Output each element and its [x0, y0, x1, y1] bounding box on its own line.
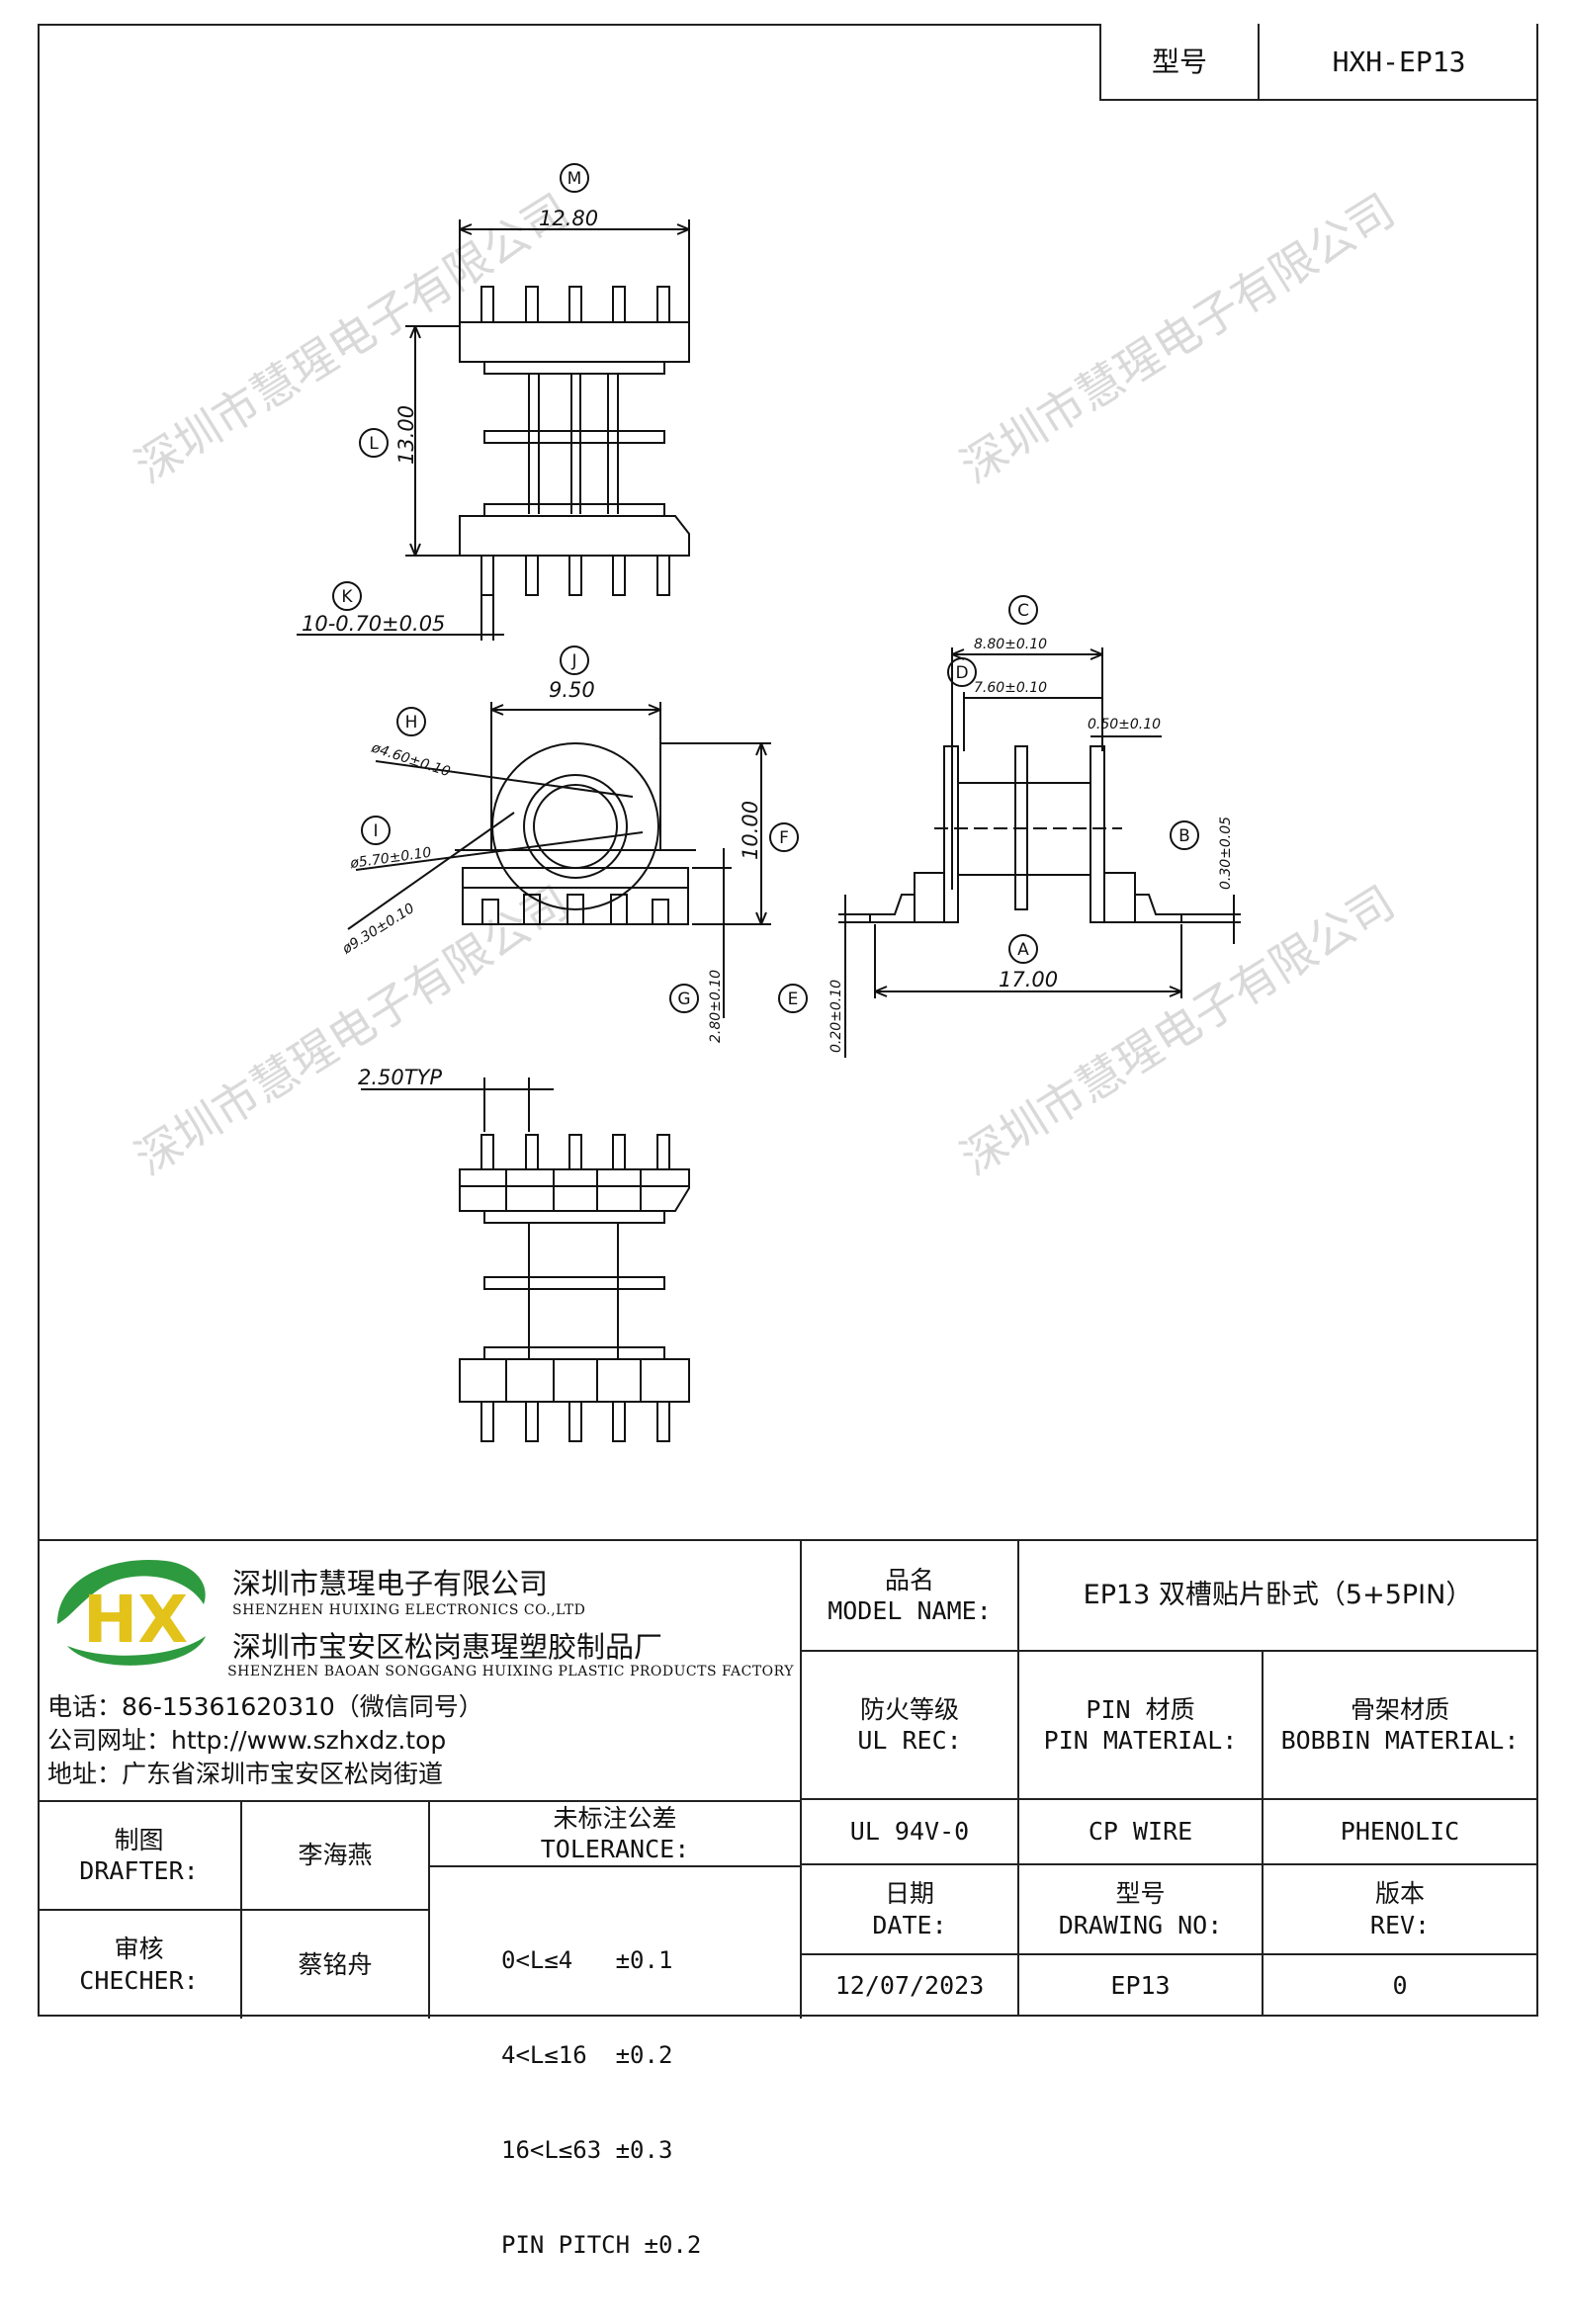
pin-material-label-en: PIN MATERIAL: [1043, 1726, 1238, 1755]
title-block: HX 深圳市慧瑆电子有限公司 SHENZHEN HUIXING ELECTRON… [38, 1539, 1538, 2259]
bobbin-material-label-en: BOBBIN MATERIAL: [1280, 1726, 1520, 1755]
checker-label-cn: 审核 [114, 1935, 164, 1964]
model-name-label-cn: 品名 [884, 1565, 934, 1594]
tolerance-row: 0<L≤4 ±0.1 [501, 1946, 673, 1974]
date-label-en: DATE: [872, 1910, 947, 1939]
tolerance-label-en: TOLERANCE: [540, 1835, 690, 1863]
rev-value: 0 [1392, 1971, 1408, 2001]
label-K: K [341, 587, 353, 607]
company-name-cn: 深圳市慧瑆电子有限公司 [232, 1567, 549, 1600]
side-view [838, 647, 1241, 1058]
date-value: 12/07/2023 [802, 1955, 1019, 2017]
label-L: L [369, 434, 379, 454]
dim-B: 0.30±0.05 [1218, 817, 1234, 890]
dim-A: 17.00 [999, 968, 1058, 991]
tolerance-label-cn: 未标注公差 [553, 1803, 677, 1833]
drafter-label: 制图 DRAFTER: [38, 1802, 242, 1911]
bobbin-material-label-cn: 骨架材质 [1350, 1694, 1449, 1724]
label-J: J [570, 651, 576, 671]
model-header: 型号 HXH-EP13 [1099, 24, 1538, 101]
watermark-text: 深圳市慧瑆电子有限公司 [126, 875, 578, 1185]
label-A: A [1017, 940, 1029, 960]
fire-rating-value: UL 94V-0 [802, 1800, 1019, 1865]
drawing-no-value: EP13 [1019, 1955, 1264, 2017]
signoff-area: 制图 DRAFTER: 李海燕 审核 CHECHER: 蔡铭舟 未标注公差 TO… [38, 1800, 802, 2259]
label-B: B [1178, 826, 1190, 846]
model-name-label-en: MODEL NAME: [828, 1596, 992, 1625]
label-I: I [373, 821, 378, 841]
label-G: G [677, 990, 690, 1009]
tolerance-row: 16<L≤63 ±0.3 [501, 2136, 673, 2164]
company-address: 地址：广东省深圳市宝安区松岗街道 [47, 1760, 444, 1788]
dim-C: 8.80±0.10 [974, 637, 1047, 652]
model-value: HXH-EP13 [1332, 44, 1466, 78]
dim-gap: 0.50±0.10 [1088, 717, 1161, 732]
rev-label: 版本 REV: [1264, 1865, 1536, 1955]
model-name-value: EP13 双槽贴片卧式（5+5PIN） [1019, 1541, 1536, 1652]
dim-J: 9.50 [549, 678, 595, 702]
watermark-group: 深圳市慧瑆电子有限公司 深圳市慧瑆电子有限公司 深圳市慧瑆电子有限公司 深圳市慧… [126, 183, 1404, 1185]
fire-rating-label-cn: 防火等级 [859, 1694, 959, 1724]
model-name-label: 品名 MODEL NAME: [802, 1541, 1019, 1652]
tolerance-row: PIN PITCH ±0.2 [501, 2231, 702, 2259]
dim-L: 13.00 [394, 405, 418, 465]
technical-drawing: 深圳市慧瑆电子有限公司 深圳市慧瑆电子有限公司 深圳市慧瑆电子有限公司 深圳市慧… [126, 163, 1404, 1442]
dim-H: ø4.60±0.10 [369, 739, 453, 780]
label-D: D [955, 663, 968, 683]
tolerance-list: 0<L≤4 ±0.1 4<L≤16 ±0.2 16<L≤63 ±0.3 PIN … [430, 1867, 802, 2259]
drawing-no-label-cn: 型号 [1115, 1879, 1166, 1909]
pin-material-label: PIN 材质 PIN MATERIAL: [1019, 1652, 1264, 1800]
label-C: C [1017, 601, 1029, 621]
factory-name-en: SHENZHEN BAOAN SONGGANG HUIXING PLASTIC … [227, 1664, 794, 1679]
drafter-label-cn: 制图 [114, 1825, 164, 1854]
dim-I: ø5.70±0.10 [348, 845, 432, 872]
dim-M: 12.80 [539, 207, 598, 230]
dim-K: 10-0.70±0.05 [302, 612, 445, 636]
company-phone: 电话：86-15361620310（微信同号） [47, 1692, 483, 1721]
dim-F: 10.00 [739, 801, 762, 860]
tolerance-row: 4<L≤16 ±0.2 [501, 2041, 673, 2069]
bottom-view [361, 1077, 690, 1442]
label-M: M [567, 169, 582, 189]
drawing-no-label: 型号 DRAWING NO: [1019, 1865, 1264, 1955]
tolerance-label: 未标注公差 TOLERANCE: [430, 1802, 802, 1867]
drafter-value: 李海燕 [242, 1802, 430, 1911]
rev-label-en: REV: [1369, 1910, 1431, 1939]
logo-text: HX [83, 1582, 188, 1658]
drafter-label-en: DRAFTER: [79, 1856, 199, 1885]
pin-material-value: CP WIRE [1019, 1800, 1264, 1865]
fire-rating-label-en: UL REC: [857, 1726, 962, 1755]
bobbin-material-value: PHENOLIC [1264, 1800, 1536, 1865]
dim-D: 7.60±0.10 [974, 680, 1047, 696]
watermark-text: 深圳市慧瑆电子有限公司 [951, 183, 1404, 493]
checker-value: 蔡铭舟 [242, 1911, 430, 2019]
dim-typ: 2.50TYP [358, 1066, 442, 1089]
fire-rating-label: 防火等级 UL REC: [802, 1652, 1019, 1800]
company-info: HX 深圳市慧瑆电子有限公司 SHENZHEN HUIXING ELECTRON… [38, 1541, 802, 1800]
factory-name-cn: 深圳市宝安区松岗惠瑆塑胶制品厂 [232, 1630, 663, 1664]
checker-label-en: CHECHER: [79, 1965, 199, 1995]
company-logo: HX [57, 1559, 206, 1666]
checker-label: 审核 CHECHER: [38, 1911, 242, 2019]
rev-label-cn: 版本 [1374, 1879, 1425, 1909]
pin-material-label-cn: PIN 材质 [1086, 1694, 1195, 1724]
front-view [347, 702, 771, 1018]
date-label: 日期 DATE: [802, 1865, 1019, 1955]
label-E: E [788, 990, 799, 1009]
dim-E: 0.20±0.10 [828, 980, 844, 1053]
company-website: 公司网址：http://www.szhxdz.top [47, 1726, 447, 1755]
drawing-no-label-en: DRAWING NO: [1058, 1910, 1223, 1939]
dim-G: 2.80±0.10 [708, 970, 724, 1043]
model-label: 型号 [1101, 24, 1260, 99]
company-name-en: SHENZHEN HUIXING ELECTRONICS CO.,LTD [232, 1602, 586, 1618]
label-F: F [779, 828, 789, 848]
date-label-cn: 日期 [884, 1879, 934, 1909]
bobbin-material-label: 骨架材质 BOBBIN MATERIAL: [1264, 1652, 1536, 1800]
label-H: H [405, 713, 418, 732]
top-view [297, 219, 690, 641]
drawing-frame [38, 24, 1538, 2017]
